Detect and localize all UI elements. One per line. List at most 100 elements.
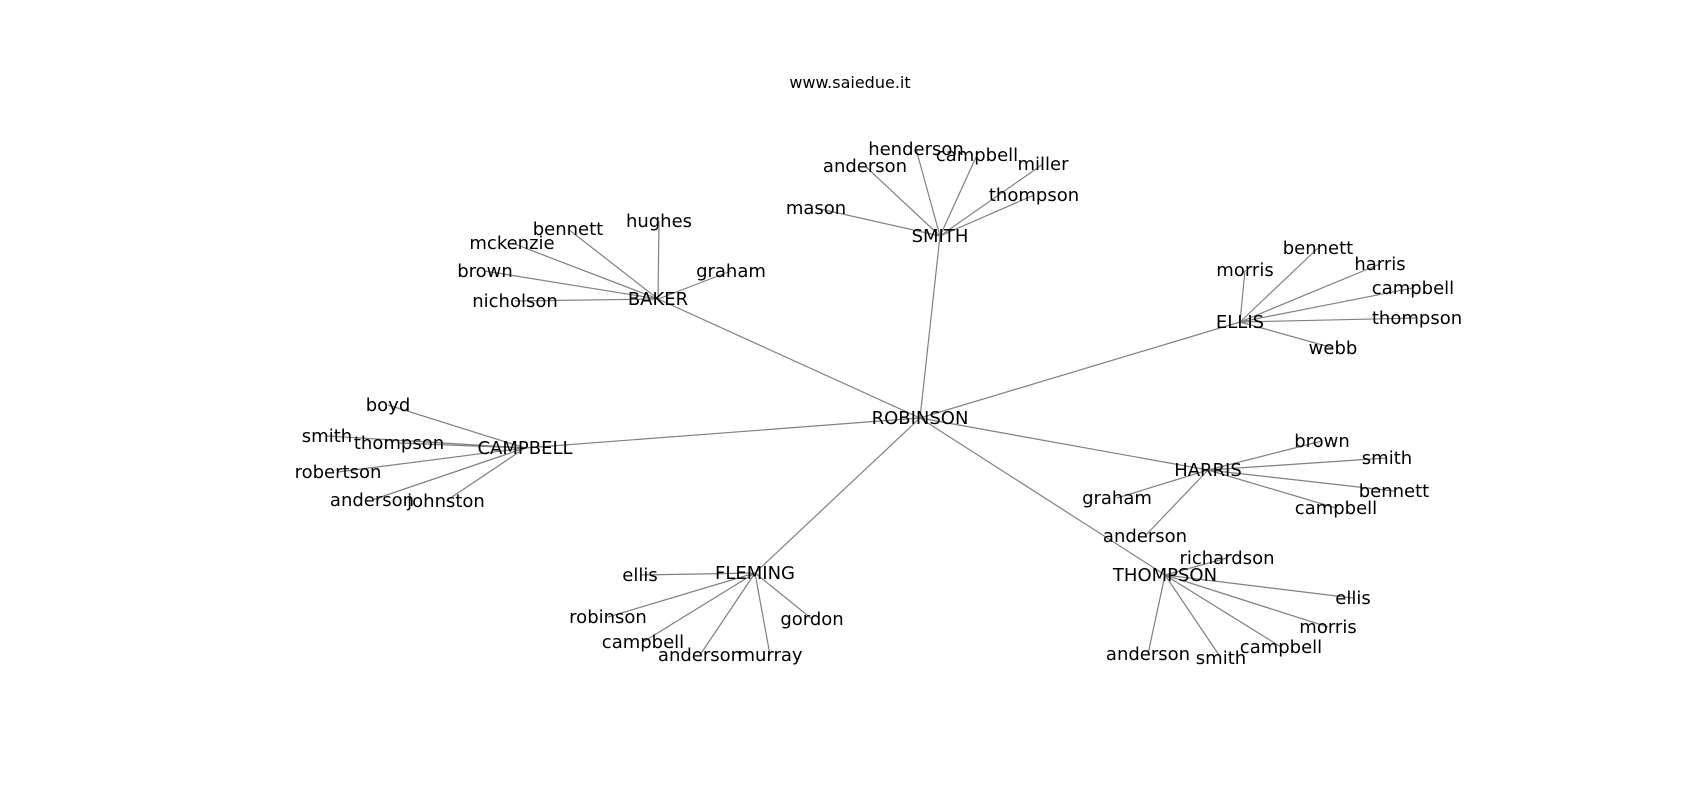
edge-ellis-morris bbox=[1239, 269, 1246, 323]
node-label-baker-hughes: hughes bbox=[626, 211, 692, 232]
edge-fleming-murray bbox=[754, 572, 771, 656]
node-label-campbell-boyd: boyd bbox=[366, 395, 411, 416]
node-label-campbell-robertson: robertson bbox=[295, 462, 382, 483]
node-label-hub-thompson: THOMPSON bbox=[1112, 565, 1217, 586]
node-label-hub-ellis: ELLIS bbox=[1216, 312, 1264, 333]
node-label-harris-graham: graham bbox=[1082, 488, 1152, 509]
edge-smith-thompson bbox=[939, 194, 1035, 237]
node-label-fleming-robinson: robinson bbox=[569, 607, 647, 628]
node-label-root: ROBINSON bbox=[872, 408, 969, 429]
edge-campbell-johnston bbox=[445, 447, 526, 502]
node-label-harris-bennett: bennett bbox=[1359, 481, 1430, 502]
edge-campbell-thompson bbox=[398, 442, 526, 449]
edge-root-harris bbox=[919, 417, 1209, 471]
node-label-thompson-smith: smith bbox=[1196, 648, 1246, 669]
node-label-harris-brown: brown bbox=[1294, 431, 1350, 452]
node-label-hub-fleming: FLEMING bbox=[715, 563, 795, 584]
edge-root-ellis bbox=[919, 321, 1241, 419]
node-label-harris-anderson: anderson bbox=[1103, 526, 1187, 547]
node-label-smith-campbell: campbell bbox=[936, 145, 1018, 166]
edge-fleming-ellis bbox=[639, 572, 756, 576]
edge-smith-henderson bbox=[915, 148, 941, 237]
node-label-campbell-smith: smith bbox=[302, 426, 352, 447]
node-label-thompson-richardson: richardson bbox=[1179, 548, 1274, 569]
node-label-baker-mckenzie: mckenzie bbox=[469, 233, 554, 254]
edge-smith-campbell bbox=[939, 154, 978, 237]
node-label-smith-henderson: henderson bbox=[868, 139, 964, 160]
node-label-fleming-gordon: gordon bbox=[780, 609, 843, 630]
edge-root-thompson bbox=[919, 417, 1166, 576]
node-label-thompson-morris: morris bbox=[1299, 617, 1356, 638]
edge-ellis-thompson bbox=[1239, 317, 1418, 323]
node-label-smith-anderson: anderson bbox=[823, 156, 907, 177]
node-label-campbell-johnston: johnston bbox=[406, 491, 485, 512]
edge-root-baker bbox=[657, 298, 921, 419]
node-label-baker-brown: brown bbox=[457, 261, 513, 282]
edge-baker-mckenzie bbox=[511, 242, 659, 300]
edge-baker-graham bbox=[657, 270, 732, 300]
node-label-baker-bennett: bennett bbox=[533, 219, 604, 240]
node-label-thompson-ellis: ellis bbox=[1335, 588, 1370, 609]
node-label-ellis-bennett: bennett bbox=[1283, 238, 1354, 259]
edge-harris-bennett bbox=[1207, 469, 1395, 492]
node-label-hub-harris: HARRIS bbox=[1174, 460, 1242, 481]
node-label-thompson-campbell: campbell bbox=[1240, 637, 1322, 658]
edge-harris-campbell bbox=[1207, 469, 1337, 509]
node-label-ellis-webb: webb bbox=[1309, 338, 1358, 359]
node-label-fleming-murray: murray bbox=[737, 645, 802, 666]
edge-campbell-smith bbox=[326, 435, 526, 449]
node-label-baker-graham: graham bbox=[696, 261, 766, 282]
edge-root-smith bbox=[919, 235, 941, 419]
node-label-thompson-anderson: anderson bbox=[1106, 644, 1190, 665]
node-label-ellis-thompson: thompson bbox=[1372, 308, 1462, 329]
edge-thompson-smith bbox=[1164, 574, 1222, 659]
edge-root-campbell bbox=[524, 417, 921, 449]
node-label-campbell-anderson: anderson bbox=[330, 490, 414, 511]
edge-ellis-harris bbox=[1239, 263, 1381, 323]
edge-thompson-anderson bbox=[1147, 574, 1166, 655]
node-label-hub-campbell: CAMPBELL bbox=[477, 438, 572, 459]
node-label-fleming-anderson: anderson bbox=[658, 645, 742, 666]
node-label-baker-nicholson: nicholson bbox=[472, 291, 558, 312]
node-label-smith-mason: mason bbox=[786, 198, 846, 219]
node-label-ellis-morris: morris bbox=[1216, 260, 1273, 281]
node-label-hub-baker: BAKER bbox=[628, 289, 688, 310]
edge-campbell-anderson bbox=[371, 447, 526, 501]
edge-ellis-webb bbox=[1239, 321, 1334, 349]
edge-fleming-robinson bbox=[607, 572, 756, 618]
edge-baker-bennett bbox=[567, 228, 659, 300]
edge-thompson-campbell bbox=[1164, 574, 1282, 648]
edge-fleming-campbell bbox=[642, 572, 756, 643]
site-title: www.saiedue.it bbox=[789, 73, 910, 92]
edge-smith-miller bbox=[939, 163, 1044, 237]
node-label-harris-smith: smith bbox=[1362, 448, 1412, 469]
node-label-campbell-thompson: thompson bbox=[354, 433, 444, 454]
edge-harris-smith bbox=[1207, 457, 1388, 471]
edge-thompson-richardson bbox=[1164, 557, 1228, 576]
edge-thompson-morris bbox=[1164, 574, 1329, 628]
edge-harris-anderson bbox=[1144, 469, 1209, 537]
edge-baker-hughes bbox=[657, 220, 660, 300]
node-label-fleming-campbell: campbell bbox=[602, 632, 684, 653]
node-label-ellis-campbell: campbell bbox=[1372, 278, 1454, 299]
edge-ellis-bennett bbox=[1239, 247, 1319, 323]
node-label-harris-campbell: campbell bbox=[1295, 498, 1377, 519]
node-label-smith-thompson: thompson bbox=[989, 185, 1079, 206]
graph-node-labels: ROBINSONSMITHmasonandersonhendersoncampb… bbox=[295, 139, 1463, 669]
edge-harris-graham bbox=[1116, 469, 1209, 499]
graph-edges bbox=[326, 148, 1418, 659]
node-label-smith-miller: miller bbox=[1017, 154, 1069, 175]
edge-smith-mason bbox=[815, 207, 941, 237]
node-label-fleming-ellis: ellis bbox=[622, 565, 657, 586]
edge-fleming-anderson bbox=[699, 572, 756, 656]
node-label-hub-smith: SMITH bbox=[912, 226, 969, 247]
edge-harris-brown bbox=[1207, 440, 1323, 471]
edge-fleming-gordon bbox=[754, 572, 813, 620]
node-label-ellis-harris: harris bbox=[1354, 254, 1405, 275]
edge-ellis-campbell bbox=[1239, 287, 1414, 323]
edge-root-fleming bbox=[754, 417, 921, 574]
edge-campbell-boyd bbox=[387, 404, 526, 449]
edge-thompson-ellis bbox=[1164, 574, 1354, 599]
edge-smith-anderson bbox=[864, 165, 941, 237]
